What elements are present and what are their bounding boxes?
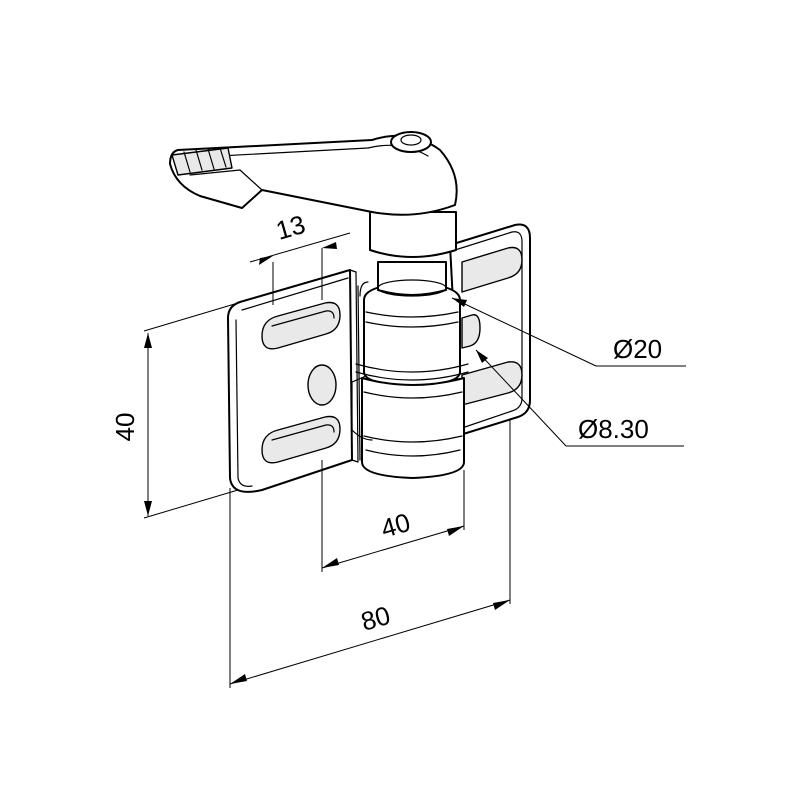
rear-slot-top (461, 246, 523, 293)
front-slot-top (261, 301, 341, 350)
lever-screw (390, 131, 432, 153)
front-slot-bottom (261, 415, 341, 464)
dimension-label-overall-width: 80 (357, 600, 393, 637)
dimension-label-inner-width: 40 (377, 507, 413, 544)
dimension-label-height: 40 (110, 413, 140, 442)
callout-label-barrel-diameter: Ø20 (613, 334, 662, 364)
callout-pin-diameter: Ø8.30 (475, 349, 684, 447)
dimension-height: 40 (110, 302, 239, 519)
callout-barrel-diameter: Ø20 (451, 297, 686, 367)
front-hinge-leaf (227, 269, 359, 493)
callout-label-pin-diameter: Ø8.30 (578, 414, 649, 444)
rear-slot-bottom (461, 361, 523, 406)
hinge-pin (369, 211, 457, 297)
front-mounting-hole (307, 364, 337, 406)
dimension-label-slot-width: 13 (272, 209, 308, 246)
rear-hinge-leaf (449, 223, 531, 436)
clamping-lever (169, 131, 458, 216)
rear-slot-middle (461, 314, 481, 349)
hinge-barrel (351, 281, 469, 479)
